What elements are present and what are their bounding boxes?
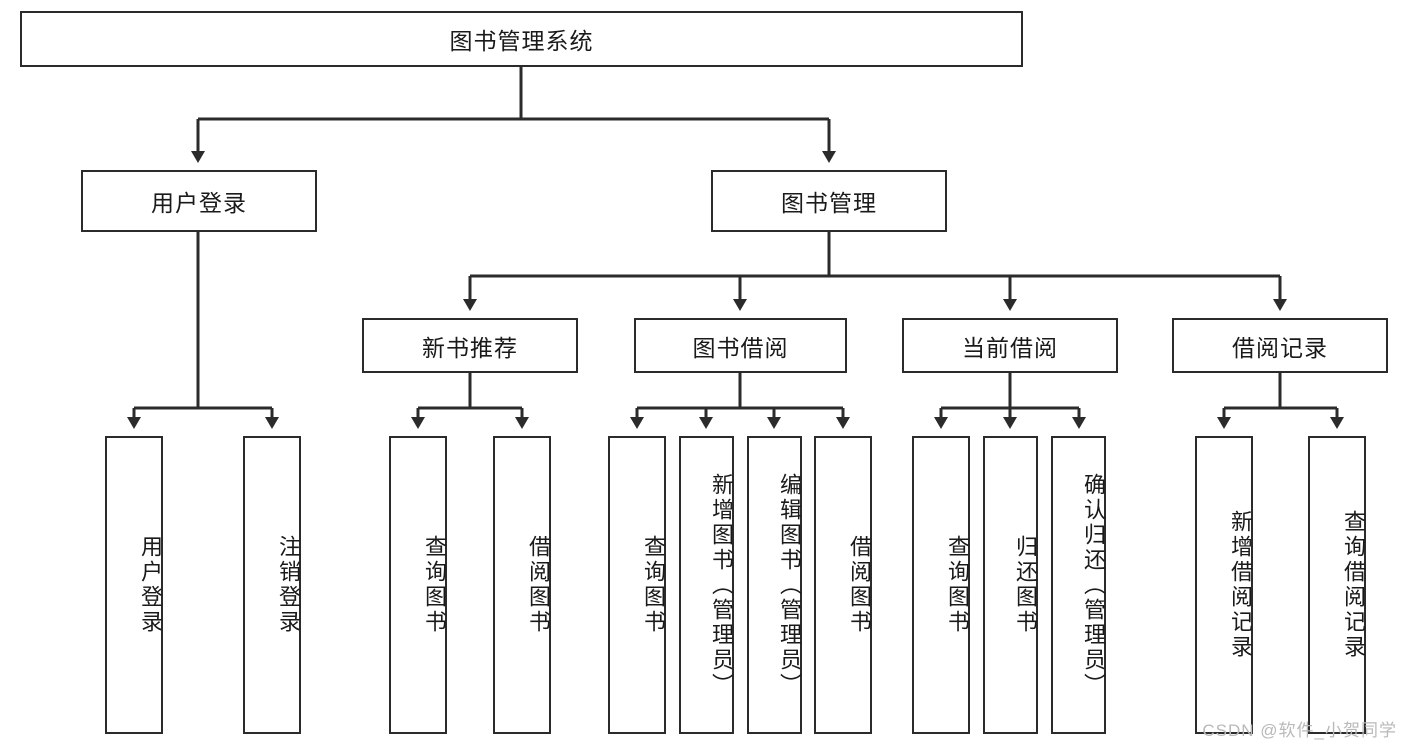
node-label: 归还图书 [1013,535,1038,635]
node-leaf-query-borrow-record[interactable]: 查询借阅记录 [1308,436,1366,734]
node-leaf-edit-book-admin[interactable]: 编辑图书（管理员） [747,436,802,734]
node-root-book-management-system[interactable]: 图书管理系统 [20,11,1023,67]
node-leaf-logout[interactable]: 注销登录 [243,436,301,734]
node-label: 用户登录 [151,190,247,216]
node-borrow-records[interactable]: 借阅记录 [1172,318,1388,373]
node-label: 新增借阅记录 [1228,510,1253,660]
node-label: 借阅图书 [847,535,872,635]
node-label: 图书借阅 [692,334,789,361]
csdn-watermark: CSDN @软件_小贺同学 [1202,721,1397,740]
node-label: 借阅记录 [1232,334,1328,361]
node-label: 注销登录 [276,535,301,635]
node-label: 图书管理 [781,190,877,216]
node-leaf-user-login[interactable]: 用户登录 [105,436,163,734]
node-book-management[interactable]: 图书管理 [711,170,947,232]
node-label: 确认归还（管理员） [1081,472,1106,698]
node-leaf-return-books[interactable]: 归还图书 [983,436,1038,734]
node-label: 查询图书 [641,535,666,635]
node-label: 查询图书 [945,535,970,635]
node-leaf-query-books-recommendation[interactable]: 查询图书 [389,436,447,734]
node-leaf-query-books-borrow[interactable]: 查询图书 [608,436,666,734]
node-leaf-confirm-return-admin[interactable]: 确认归还（管理员） [1051,436,1106,734]
node-label: 借阅图书 [526,535,551,635]
node-label: 用户登录 [138,535,163,635]
node-label: 图书管理系统 [449,28,594,54]
node-label: 查询图书 [422,535,447,635]
node-leaf-borrow-books[interactable]: 借阅图书 [814,436,872,734]
node-new-book-recommendation[interactable]: 新书推荐 [362,318,578,373]
node-label: 当前借阅 [962,334,1058,361]
node-user-login[interactable]: 用户登录 [81,170,317,232]
node-book-borrow[interactable]: 图书借阅 [634,318,847,373]
node-label: 新书推荐 [422,334,518,361]
node-leaf-borrow-books-recommendation[interactable]: 借阅图书 [493,436,551,734]
node-leaf-query-books-current[interactable]: 查询图书 [912,436,970,734]
node-label: 查询借阅记录 [1341,510,1366,660]
node-label: 编辑图书（管理员） [777,472,802,698]
node-current-borrow[interactable]: 当前借阅 [902,318,1118,373]
node-label: 新增图书（管理员） [709,472,734,698]
node-leaf-add-borrow-record[interactable]: 新增借阅记录 [1195,436,1253,734]
node-leaf-add-book-admin[interactable]: 新增图书（管理员） [679,436,734,734]
